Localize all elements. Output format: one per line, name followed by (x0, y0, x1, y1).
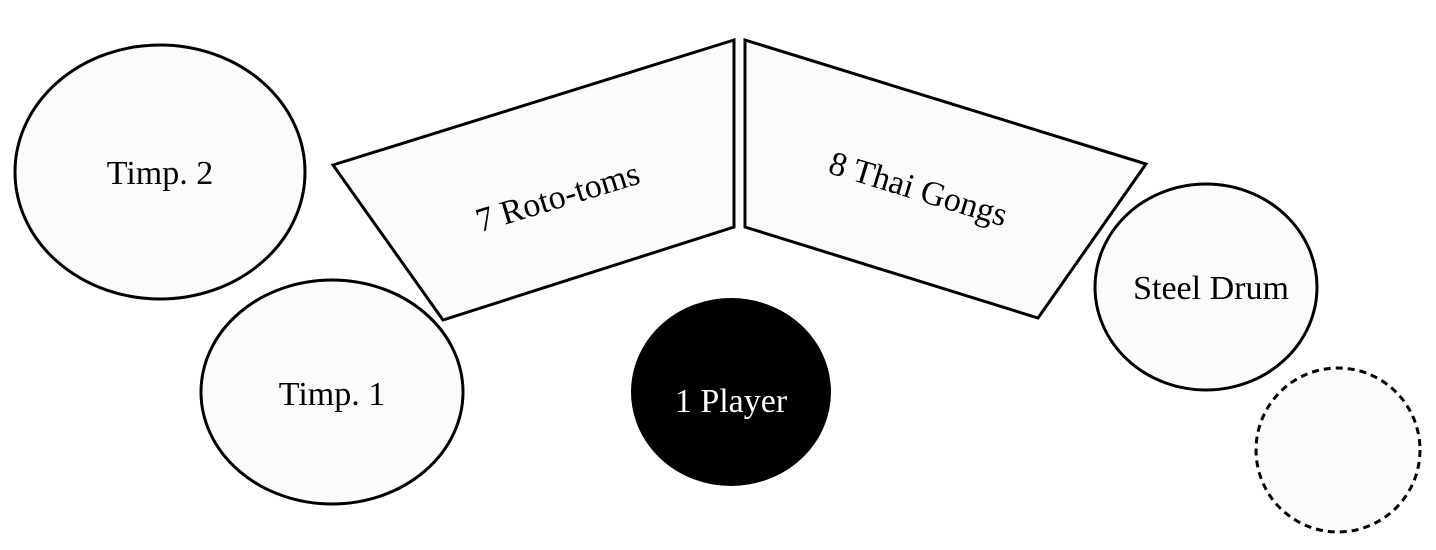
dashed-position-circle (1254, 366, 1422, 534)
timp-2-label: Timp. 2 (107, 155, 213, 192)
steel-drum: Steel Drum (1093, 182, 1319, 392)
timp-1-label: Timp. 1 (279, 376, 385, 413)
steel-drum-label: Steel Drum (1133, 270, 1289, 307)
player: 1 Player (631, 298, 831, 486)
roto-toms: 7 Roto-toms (330, 37, 736, 322)
player-label: 1 Player (675, 383, 788, 420)
roto-toms-shape (330, 37, 736, 322)
thai-gongs-shape (743, 37, 1149, 320)
player-shape (631, 298, 831, 486)
timp-2: Timp. 2 (13, 43, 307, 301)
timp-2-shape (13, 43, 307, 301)
steel-drum-shape (1093, 182, 1319, 392)
thai-gongs: 8 Thai Gongs (743, 37, 1149, 320)
timp-1-shape (199, 278, 465, 506)
timp-1: Timp. 1 (199, 278, 465, 506)
